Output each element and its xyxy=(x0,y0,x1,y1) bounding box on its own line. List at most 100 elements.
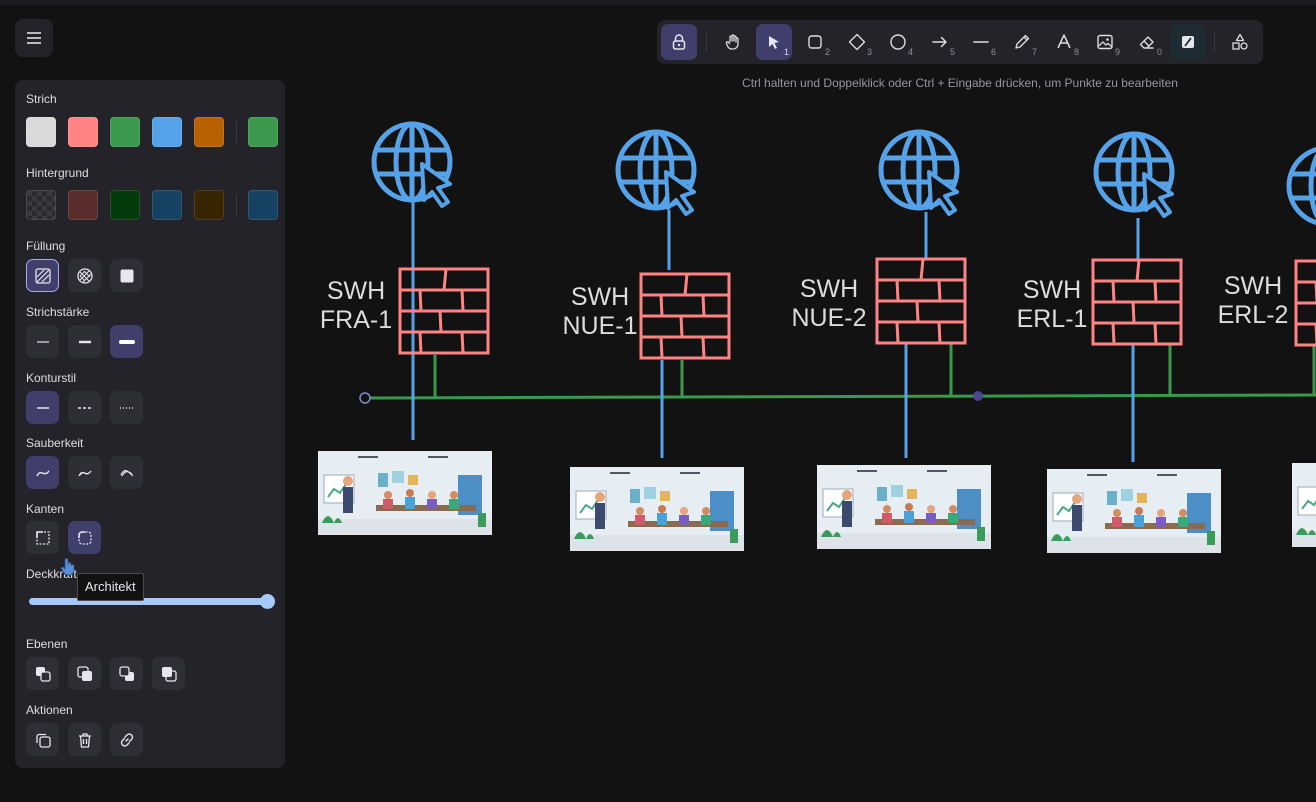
bring-to-front-icon xyxy=(161,666,177,682)
globe-icon[interactable] xyxy=(881,132,957,214)
stroke-color-swatch[interactable] xyxy=(110,117,140,147)
background-color-swatch[interactable] xyxy=(194,190,224,220)
sloppiness-tooltip: Architekt xyxy=(77,573,144,601)
background-color-swatch[interactable] xyxy=(110,190,140,220)
office-image[interactable] xyxy=(1291,462,1316,548)
office-image[interactable] xyxy=(317,450,493,536)
network-connector-lines[interactable] xyxy=(364,200,1316,462)
image-tool[interactable]: 9 xyxy=(1087,24,1123,60)
diamond-tool[interactable]: 3 xyxy=(839,24,875,60)
laser-tool[interactable] xyxy=(1170,24,1206,60)
eraser-tool[interactable]: 0 xyxy=(1129,24,1165,60)
top-window-strip xyxy=(0,0,1316,5)
fill-solid-button[interactable] xyxy=(110,259,143,292)
pointer-icon xyxy=(769,36,779,49)
diamond-icon xyxy=(848,33,866,51)
bring-to-front-button[interactable] xyxy=(152,657,185,690)
stroke-style-dotted-button[interactable] xyxy=(110,391,143,424)
background-color-swatch[interactable] xyxy=(68,190,98,220)
stroke-color-swatch[interactable] xyxy=(152,117,182,147)
globe-icon[interactable] xyxy=(618,132,694,214)
site-label[interactable]: NUE-2 xyxy=(791,304,866,332)
send-backward-button[interactable] xyxy=(68,657,101,690)
stroke-width-extra-bold-button[interactable] xyxy=(110,325,143,358)
site-label[interactable]: FRA-1 xyxy=(320,306,392,334)
hand-icon xyxy=(725,34,739,50)
edges-sharp-button[interactable] xyxy=(26,521,59,554)
selection-tool[interactable]: 1 xyxy=(756,24,792,60)
office-image[interactable] xyxy=(1046,468,1222,554)
shortcut-label: 6 xyxy=(990,47,996,57)
stroke-style-solid-button[interactable] xyxy=(26,391,59,424)
site-label[interactable]: ERL-1 xyxy=(1017,305,1088,333)
draw-tool[interactable]: 7 xyxy=(1004,24,1040,60)
edges-label: Kanten xyxy=(26,502,65,516)
lock-tool[interactable] xyxy=(661,24,697,60)
artist-curve-icon xyxy=(77,470,91,476)
stroke-color-swatch[interactable] xyxy=(68,117,98,147)
sloppiness-label: Sauberkeit xyxy=(26,436,84,450)
image-icon xyxy=(1097,34,1113,50)
office-image[interactable] xyxy=(569,466,745,552)
current-background-color[interactable] xyxy=(248,190,278,220)
globe-icon[interactable] xyxy=(1096,134,1172,216)
solid-fill-icon xyxy=(120,269,133,282)
opacity-slider-thumb[interactable] xyxy=(260,594,275,609)
stroke-color-swatch[interactable] xyxy=(26,117,56,147)
shortcut-label: 7 xyxy=(1031,47,1037,57)
main-toolbar: 1 2 3 4 5 6 7 xyxy=(657,20,1263,64)
firewall-icon[interactable] xyxy=(875,257,967,345)
site-label[interactable]: SWH xyxy=(571,283,629,311)
square-icon xyxy=(808,35,822,49)
text-tool[interactable]: 8 xyxy=(1046,24,1082,60)
sloppiness-artist-button[interactable] xyxy=(68,456,101,489)
stroke-style-dashed-button[interactable] xyxy=(68,391,101,424)
hand-tool[interactable] xyxy=(715,24,751,60)
site-label[interactable]: SWH xyxy=(800,275,858,303)
firewall-icon[interactable] xyxy=(639,272,731,360)
main-menu-button[interactable] xyxy=(15,19,53,57)
stroke-style-label: Konturstil xyxy=(26,371,77,385)
ellipse-tool[interactable]: 4 xyxy=(880,24,916,60)
background-color-swatch[interactable] xyxy=(152,190,182,220)
globe-icon[interactable] xyxy=(1289,148,1316,230)
extra-bold-line-icon xyxy=(118,339,135,344)
link-button[interactable] xyxy=(110,723,143,756)
library-tool[interactable] xyxy=(1222,24,1258,60)
stroke-color-swatch[interactable] xyxy=(194,117,224,147)
stroke-width-thin-button[interactable] xyxy=(26,325,59,358)
office-image[interactable] xyxy=(816,464,992,550)
stroke-width-bold-button[interactable] xyxy=(68,325,101,358)
line-endpoint-handle[interactable] xyxy=(359,392,371,404)
site-label[interactable]: SWH xyxy=(327,277,385,305)
sloppiness-architect-button[interactable] xyxy=(26,456,59,489)
site-label[interactable]: ERL-2 xyxy=(1218,301,1289,329)
firewall-icon[interactable] xyxy=(1294,259,1316,347)
opacity-slider-track[interactable] xyxy=(29,598,269,605)
line-tool[interactable]: 6 xyxy=(963,24,999,60)
delete-button[interactable] xyxy=(68,723,101,756)
site-label[interactable]: SWH xyxy=(1224,272,1282,300)
send-to-back-button[interactable] xyxy=(26,657,59,690)
rectangle-tool[interactable]: 2 xyxy=(797,24,833,60)
arrow-tool[interactable]: 5 xyxy=(922,24,958,60)
dashed-line-icon xyxy=(77,406,92,409)
firewall-icon[interactable] xyxy=(1091,258,1183,346)
background-transparent-swatch[interactable] xyxy=(26,190,56,220)
site-label[interactable]: NUE-1 xyxy=(562,312,637,340)
fill-cross-hatch-button[interactable] xyxy=(68,259,101,292)
round-corner-icon xyxy=(77,530,92,545)
duplicate-button[interactable] xyxy=(26,723,59,756)
bring-forward-button[interactable] xyxy=(110,657,143,690)
sloppiness-cartoonist-button[interactable] xyxy=(110,456,143,489)
fill-hachure-button[interactable] xyxy=(26,259,59,292)
site-label[interactable]: SWH xyxy=(1023,276,1081,304)
globe-icon[interactable] xyxy=(374,124,450,206)
send-backward-icon xyxy=(76,665,92,681)
line-midpoint-handle[interactable] xyxy=(973,391,983,401)
cartoonist-curve-icon xyxy=(119,469,133,476)
shortcut-label: 1 xyxy=(783,47,789,57)
current-stroke-color[interactable] xyxy=(248,117,278,147)
edges-round-button[interactable] xyxy=(68,521,101,554)
